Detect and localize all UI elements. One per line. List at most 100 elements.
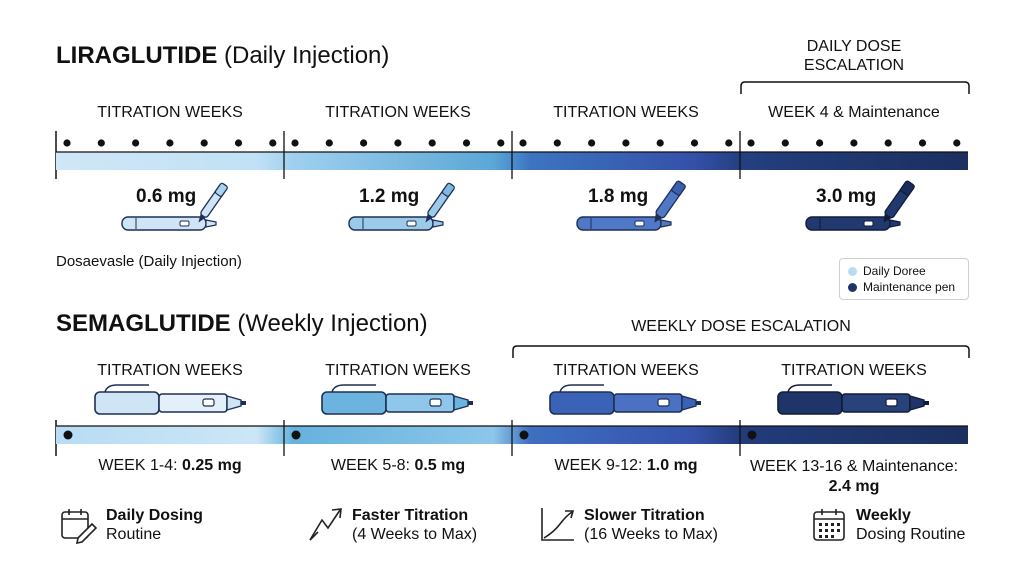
bracket-label-line2: ESCALATION: [803, 57, 905, 74]
lira-pen-4: [805, 216, 901, 231]
lira-pen-3-angled: [654, 180, 686, 223]
feature-title: Weekly: [856, 507, 911, 524]
semaglutide-title-sub: (Weekly Injection): [237, 310, 428, 337]
day-marker-dot: [656, 139, 664, 147]
sema-week-dose: WEEK 13-16 & Maintenance: 2.4 mg: [740, 457, 968, 497]
lira-pen-2: [348, 216, 444, 231]
lira-dose-label: 1.2 mg: [359, 186, 420, 207]
liraglutide-note: Dosaevasle (Daily Injection): [56, 253, 242, 270]
liraglutide-escalation-bracket: [740, 81, 970, 94]
day-marker-dot: [428, 139, 436, 147]
feature-faster-titration: Faster Titration (4 Weeks to Max): [352, 506, 477, 544]
week-marker-dot: [747, 430, 757, 440]
lira-segment-label: TITRATION WEEKS: [553, 104, 699, 121]
day-marker-dot: [200, 139, 208, 147]
sema-segment-label: TITRATION WEEKS: [553, 362, 699, 379]
lira-segment-label: TITRATION WEEKS: [325, 104, 471, 121]
sema-segment-label: TITRATION WEEKS: [325, 362, 471, 379]
day-marker-dot: [497, 139, 505, 147]
slow-curve-icon: [541, 508, 575, 541]
lira-dose-label: 1.8 mg: [588, 186, 649, 207]
liraglutide-title: LIRAGLUTIDE (Daily Injection): [56, 42, 389, 70]
week-range: WEEK 9-12:: [554, 457, 643, 474]
day-marker-dot: [519, 139, 527, 147]
feature-title: Faster Titration: [352, 507, 469, 524]
liraglutide-title-sub: (Daily Injection): [224, 42, 390, 69]
calendar-pen-icon: [61, 509, 98, 545]
day-marker-dot: [269, 139, 277, 147]
sema-pen-1: [94, 384, 246, 415]
day-marker-dot: [325, 139, 333, 147]
day-marker-dot: [588, 139, 596, 147]
week-marker-dot: [519, 430, 529, 440]
semaglutide-title: SEMAGLUTIDE (Weekly Injection): [56, 310, 428, 338]
day-marker-dot: [166, 139, 174, 147]
feature-title: Slower Titration: [584, 507, 705, 524]
sema-segment-label: TITRATION WEEKS: [781, 362, 927, 379]
day-marker-dot: [462, 139, 471, 147]
feature-title: Daily Dosing: [106, 507, 203, 524]
day-marker-dot: [97, 139, 105, 147]
day-marker-dot: [291, 139, 299, 147]
legend-label: Daily Doree: [863, 264, 926, 278]
semaglutide-bracket-label: WEEKLY DOSE ESCALATION: [631, 318, 851, 335]
lira-segment-label: TITRATION WEEKS: [97, 104, 243, 121]
feature-subtitle: Dosing Routine: [856, 526, 966, 543]
semaglutide-escalation-bracket: [512, 345, 970, 358]
legend-swatch: [848, 266, 857, 276]
bracket-label-line1: DAILY DOSE: [806, 38, 902, 55]
day-marker-dot: [553, 139, 561, 147]
day-marker-dot: [63, 139, 71, 147]
week-marker-dot: [63, 430, 73, 440]
week-range: WEEK 13-16 & Maintenance:: [749, 458, 959, 475]
feature-subtitle: Routine: [106, 526, 162, 543]
semaglutide-title-bold: SEMAGLUTIDE: [56, 310, 231, 337]
day-marker-dot: [725, 139, 733, 147]
feature-subtitle: (4 Weeks to Max): [352, 526, 478, 543]
feature-slower-titration: Slower Titration(16 Weeks to Max): [584, 506, 718, 544]
calendar-grid-icon: [813, 509, 845, 541]
legend-item: Daily Doree: [848, 263, 960, 279]
lira-pen-4-angled: [883, 180, 915, 223]
sema-pen-3: [549, 384, 701, 415]
liraglutide-bracket-label: DAILY DOSE ESCALATION: [740, 37, 968, 75]
dose-value: 2.4 mg: [828, 478, 880, 495]
day-marker-dot: [360, 139, 368, 147]
fast-arrow-icon: [309, 508, 342, 541]
week-range: WEEK 5-8:: [330, 457, 410, 474]
lira-pen-1-angled: [198, 182, 228, 223]
dose-value: 0.5 mg: [414, 457, 466, 474]
day-marker-dot: [394, 139, 402, 147]
sema-week-dose: WEEK 5-8: 0.5 mg: [284, 457, 512, 475]
lira-dose-label: 3.0 mg: [816, 186, 877, 207]
sema-week-dose: WEEK 1-4: 0.25 mg: [56, 457, 284, 475]
dose-value: 1.0 mg: [646, 457, 698, 474]
day-marker-dot: [918, 139, 927, 147]
liraglutide-title-bold: LIRAGLUTIDE: [56, 42, 218, 69]
sema-week-dose: WEEK 9-12: 1.0 mg: [512, 457, 740, 475]
liraglutide-timeline: [55, 131, 968, 179]
day-marker-dot: [747, 139, 755, 147]
day-marker-dot: [132, 139, 140, 147]
sema-segment-label: TITRATION WEEKS: [97, 362, 243, 379]
lira-segment-label: WEEK 4 & Maintenance: [768, 104, 940, 121]
day-marker-dot: [816, 139, 824, 147]
day-marker-dot: [781, 139, 789, 147]
day-marker-dot: [234, 139, 243, 147]
lira-pen-3: [576, 216, 672, 231]
legend-swatch: [848, 282, 857, 292]
week-marker-dot: [291, 430, 301, 440]
week-range: WEEK 1-4:: [98, 457, 178, 474]
sema-pen-4: [777, 384, 929, 415]
day-marker-dot: [884, 139, 892, 147]
lira-pen-2-angled: [425, 182, 455, 223]
day-marker-dot: [690, 139, 699, 147]
lira-pen-1: [121, 216, 217, 231]
legend: Daily Doree Maintenance pen: [839, 258, 969, 300]
sema-pen-2: [321, 384, 473, 415]
day-marker-dot: [953, 139, 961, 147]
lira-dose-label: 0.6 mg: [136, 186, 197, 207]
semaglutide-timeline: [55, 420, 968, 456]
